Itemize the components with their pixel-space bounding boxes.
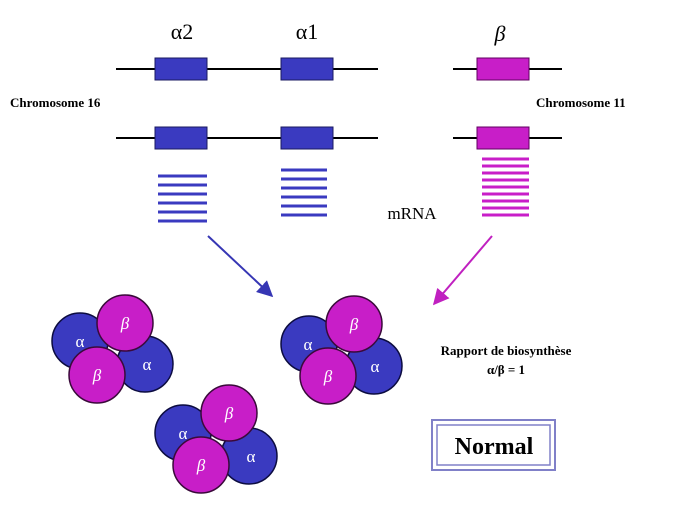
hemoglobin-tetramer: α α β β bbox=[51, 294, 174, 404]
chromosome-16-label: Chromosome 16 bbox=[10, 95, 101, 110]
normal-status-box: Normal bbox=[431, 419, 556, 471]
alpha-subunit-label: α bbox=[371, 357, 380, 376]
status-label: Normal bbox=[455, 434, 534, 460]
mrna-label: mRNA bbox=[387, 204, 437, 223]
chromosome-11-lower bbox=[453, 126, 562, 150]
ratio-title: Rapport de biosynthèse bbox=[441, 343, 572, 358]
gene-label-alpha2: α2 bbox=[171, 19, 194, 44]
gene-label-beta: β bbox=[494, 21, 506, 46]
chromosome-16-upper bbox=[116, 57, 378, 81]
beta-subunit-label: β bbox=[120, 314, 130, 333]
alpha-subunit-label: α bbox=[247, 447, 256, 466]
gene-beta-box bbox=[476, 57, 530, 81]
alpha-subunit-label: α bbox=[143, 355, 152, 374]
ratio-value: α/β = 1 bbox=[487, 362, 525, 377]
beta-arrow bbox=[432, 235, 493, 306]
mrna-stack-alpha1 bbox=[281, 168, 327, 217]
hemoglobin-tetramer: α α β β bbox=[154, 384, 278, 494]
gene-label-alpha1: α1 bbox=[296, 19, 319, 44]
gene-alpha2-box bbox=[154, 126, 208, 150]
mrna-stack-alpha2 bbox=[158, 174, 207, 223]
chromosome-16-lower bbox=[116, 126, 378, 150]
mrna-stack-beta bbox=[482, 157, 529, 217]
gene-alpha1-box bbox=[280, 126, 334, 150]
chromosome-11-upper bbox=[453, 57, 562, 81]
gene-alpha2-box bbox=[154, 57, 208, 81]
alpha-subunit-label: α bbox=[304, 335, 313, 354]
beta-subunit bbox=[325, 295, 383, 353]
beta-subunit bbox=[200, 384, 258, 442]
beta-subunit-label: β bbox=[196, 456, 206, 475]
alpha-subunit-label: α bbox=[76, 332, 85, 351]
gene-alpha1-box bbox=[280, 57, 334, 81]
beta-subunit-label: β bbox=[224, 404, 234, 423]
gene-beta-box bbox=[476, 126, 530, 150]
status-box-inner bbox=[436, 424, 551, 466]
beta-subunit bbox=[172, 436, 230, 494]
hemoglobin-tetramer: α α β β bbox=[280, 295, 403, 405]
beta-subunit-label: β bbox=[349, 315, 359, 334]
beta-subunit bbox=[68, 346, 126, 404]
beta-subunit bbox=[96, 294, 154, 352]
chromosome-11-label: Chromosome 11 bbox=[536, 95, 626, 110]
alpha-subunit-label: α bbox=[179, 424, 188, 443]
beta-subunit-label: β bbox=[92, 366, 102, 385]
alpha-arrow bbox=[207, 235, 274, 298]
beta-subunit-label: β bbox=[323, 367, 333, 386]
beta-subunit bbox=[299, 347, 357, 405]
